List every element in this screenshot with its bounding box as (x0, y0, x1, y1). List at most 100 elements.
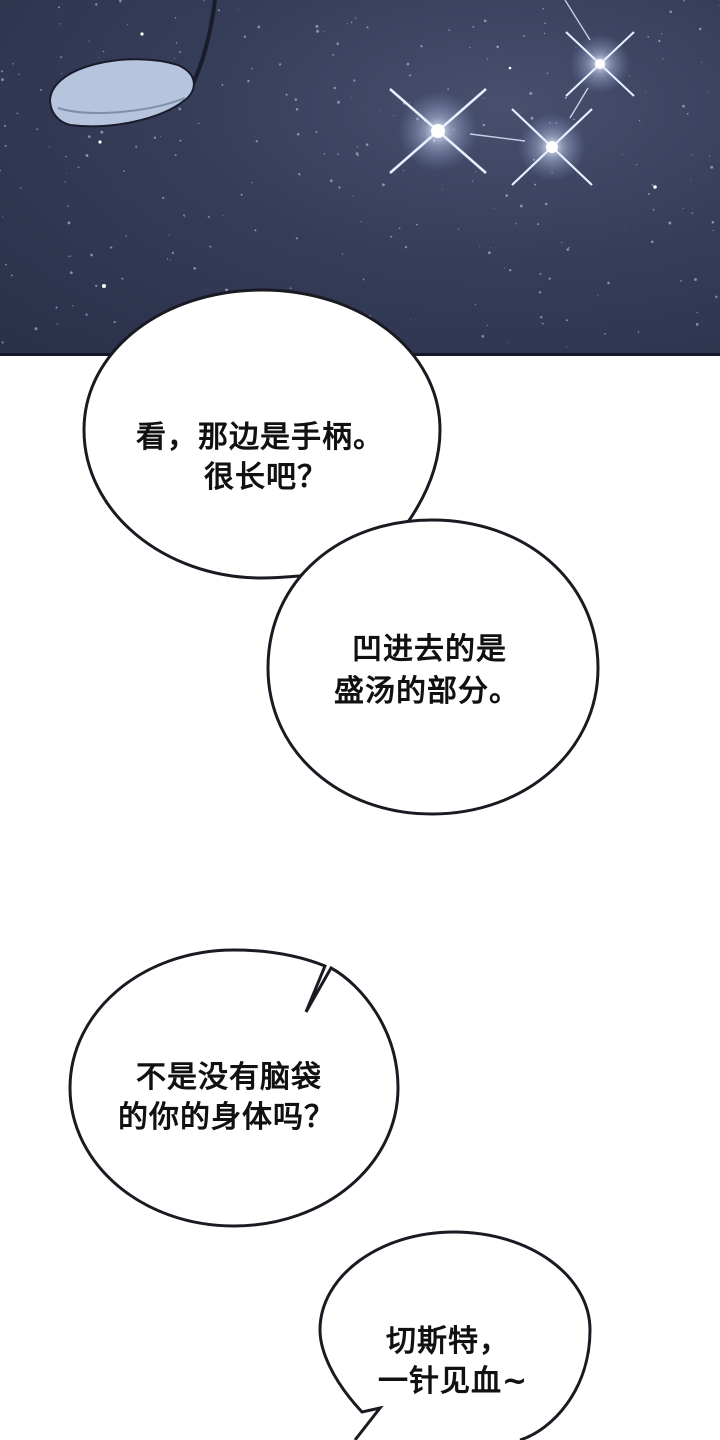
dust-speck (566, 248, 570, 251)
dust-speck (168, 234, 170, 236)
speech-bubble-3 (68, 948, 400, 1228)
dust-speck (57, 6, 60, 9)
dust-speck (661, 33, 663, 35)
speech-bubble-4 (318, 1230, 592, 1440)
dust-speck (333, 86, 336, 90)
dust-speck (336, 153, 339, 156)
dust-speck (169, 259, 171, 261)
dust-speck (183, 214, 185, 217)
dust-speck (683, 0, 685, 2)
dust-speck (166, 258, 169, 260)
dust-speck (123, 170, 125, 172)
dust-speck (486, 58, 489, 60)
dust-speck (12, 63, 14, 65)
dust-speck (487, 251, 491, 255)
dust-speck (67, 221, 71, 225)
dust-speck (496, 45, 500, 49)
dust-speck (113, 321, 116, 324)
dust-speck (36, 128, 39, 131)
dust-speck (251, 67, 253, 70)
dust-speck (69, 271, 73, 275)
night-sky-art (0, 0, 720, 348)
dust-speck (294, 98, 298, 101)
dust-speck (174, 17, 177, 19)
dust-speck (404, 245, 408, 249)
dust-speck (658, 39, 661, 43)
dust-speck (1, 341, 4, 344)
dust-speck (408, 74, 412, 77)
dust-speck (222, 214, 224, 216)
dust-speck (701, 61, 703, 63)
dust-speck (504, 267, 506, 269)
dust-speck (198, 122, 200, 125)
dust-speck (710, 165, 714, 169)
dust-speck (341, 253, 344, 255)
dust-speck (225, 288, 229, 292)
dust-speck (175, 41, 178, 44)
dust-speck (247, 79, 250, 83)
dust-speck (647, 193, 650, 195)
dust-speck (647, 35, 650, 38)
dust-speck (538, 291, 542, 294)
dust-speck (68, 255, 70, 258)
dust-speck (690, 179, 692, 181)
dust-speck (696, 312, 698, 314)
dust-speck (332, 53, 335, 56)
dust-speck (718, 4, 720, 6)
dust-speck (207, 215, 210, 218)
dust-speck (691, 154, 693, 156)
dust-speck (628, 75, 630, 77)
dust-speck (347, 22, 349, 24)
dust-speck (254, 229, 257, 232)
dust-speck (2, 216, 4, 218)
dust-speck (420, 45, 423, 48)
dust-speck (237, 9, 239, 11)
dust-speck (448, 29, 451, 32)
dust-speck (566, 346, 568, 348)
dust-speck (178, 51, 181, 54)
dust-speck (604, 333, 606, 335)
dust-speck (55, 306, 58, 309)
dust-speck (48, 146, 50, 148)
dust-speck (564, 96, 567, 99)
dust-speck (537, 223, 540, 226)
dust-speck (285, 93, 288, 96)
dust-speck (119, 0, 122, 3)
dust-speck (515, 223, 517, 225)
dust-speck (179, 139, 182, 142)
dust-speck (243, 35, 246, 38)
dust-speck (650, 240, 654, 244)
dust-speck (621, 153, 623, 155)
speech-bubble-2 (266, 518, 600, 816)
dust-speck (162, 196, 165, 200)
bubble-3-line-1: 不是没有脑袋 (136, 1060, 322, 1095)
dust-speck (523, 35, 526, 37)
dust-speck (482, 123, 486, 127)
night-sky-panel (0, 0, 720, 356)
dust-speck (635, 164, 638, 166)
dust-speck (100, 130, 104, 134)
dust-speck (178, 107, 182, 111)
dust-speck (483, 97, 485, 99)
dust-speck (505, 194, 509, 197)
dust-speck (686, 112, 689, 115)
dust-speck (490, 247, 492, 248)
dust-speck (61, 73, 63, 75)
dust-speck (125, 235, 128, 237)
dust-speck (542, 7, 545, 10)
dust-speck (711, 220, 715, 224)
dust-speck (193, 266, 197, 270)
dust-speck (508, 268, 512, 272)
dust-speck (203, 0, 206, 1)
dust-speck (69, 255, 72, 257)
dust-speck (365, 143, 369, 146)
bubble-2-line-2: 盛汤的部分。 (334, 674, 520, 709)
dust-speck (398, 227, 401, 230)
dust-speck (337, 100, 340, 104)
dust-speck (16, 112, 19, 115)
dust-speck (135, 145, 138, 148)
dust-speck (530, 116, 534, 120)
dust-speck (651, 183, 654, 186)
dust-speck (472, 25, 475, 28)
dust-speck (126, 24, 128, 26)
